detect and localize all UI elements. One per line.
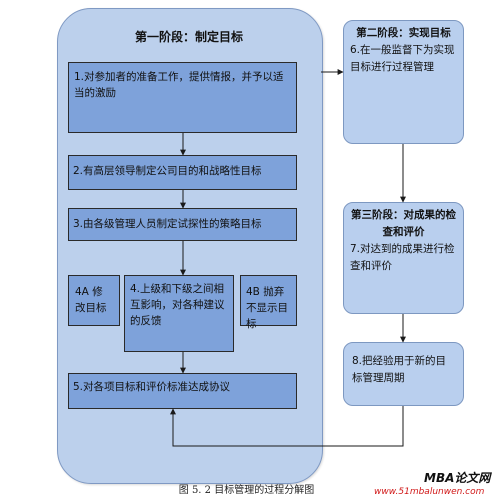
step8-box: 8.把经验用于新的目标管理周期: [343, 342, 464, 406]
figure-caption: 图 5. 2 目标管理的过程分解图: [178, 485, 315, 496]
step1-box: 1.对参加者的准备工作，提供情报，并予以适当的激励: [68, 62, 297, 133]
watermark-brand: MBA论文网: [424, 471, 491, 485]
stage2-box: 第二阶段：实现目标 6.在一般监督下为实现目标进行过程管理: [343, 20, 464, 144]
stage3-box: 第三阶段：对成果的检查和评价 7.对达到的成果进行检查和评价: [343, 202, 464, 314]
step6-text: 6.在一般监督下为实现目标进行过程管理: [350, 44, 455, 73]
step2-box: 2.有高层领导制定公司目的和战略性目标: [68, 155, 297, 190]
step4a-box: 4A 修改目标: [68, 275, 120, 326]
stage1-title: 第一阶段：制定目标: [134, 30, 243, 44]
step4-box: 4.上级和下级之间相互影响，对各种建议的反馈: [124, 275, 234, 352]
arrow-step8-to-step5: [170, 406, 404, 447]
stage2-title: 第二阶段：实现目标: [356, 27, 451, 39]
stage3-title: 第三阶段：对成果的检查和评价: [351, 209, 456, 238]
step7-text: 7.对达到的成果进行检查和评价: [350, 243, 455, 272]
step5-box: 5.对各项目标和评价标准达成协议: [68, 373, 297, 409]
watermark-url: www.51mbalunwen.com: [374, 487, 485, 497]
step4b-box: 4B 抛弃不显示目标: [240, 275, 297, 330]
